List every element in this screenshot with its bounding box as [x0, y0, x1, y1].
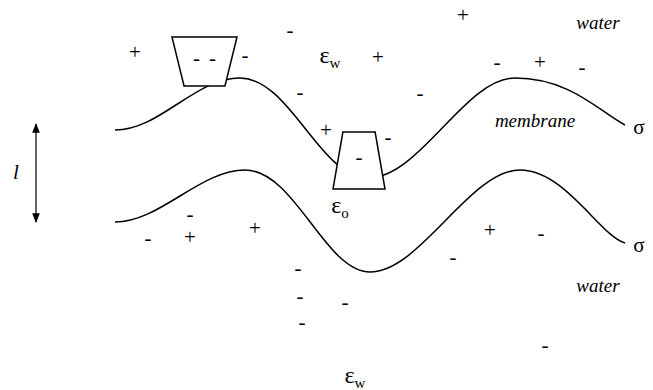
permittivity-symbol: εw	[320, 43, 341, 67]
charge-density-symbol: σ	[633, 235, 644, 256]
symbol-subscript: o	[341, 205, 349, 221]
thickness-symbol: l	[13, 162, 19, 183]
symbol-base: ε	[345, 362, 355, 388]
ion-charge: -	[538, 223, 545, 244]
charge-density-symbol: σ	[633, 117, 644, 138]
ion-charge: -	[299, 312, 306, 333]
ion-charge: -	[297, 82, 304, 103]
ion-charge: +	[457, 5, 469, 26]
ion-charge: +	[534, 52, 546, 73]
ion-charge: +	[484, 220, 496, 241]
ion-charge: -	[297, 286, 304, 307]
ion-charge: -	[450, 247, 457, 268]
permittivity-symbol: εo	[331, 193, 349, 217]
region-name: membrane	[495, 111, 575, 130]
membrane-inclusion: -	[333, 132, 385, 189]
permittivity-symbol: εw	[345, 363, 366, 387]
ion-charge: -	[342, 292, 349, 313]
ion-charge: +	[372, 47, 384, 68]
inclusion-text-row: --	[172, 37, 237, 69]
ion-charge: -	[417, 83, 424, 104]
ion-charge: -	[187, 204, 194, 225]
charge-sign: -	[209, 48, 216, 69]
ion-charge: +	[184, 227, 196, 248]
region-name: water	[576, 276, 619, 295]
ion-charge: -	[385, 127, 392, 148]
inclusion-outline	[172, 37, 237, 86]
ion-charge: +	[320, 120, 332, 141]
charge-sign: -	[356, 147, 363, 168]
ion-charge: +	[249, 218, 261, 239]
ion-charge: -	[579, 57, 586, 78]
inclusion-text-row: -	[333, 132, 385, 168]
region-name: water	[576, 13, 619, 32]
ion-charge: -	[242, 45, 249, 66]
charge-sign: -	[193, 48, 200, 69]
ion-charge: -	[295, 258, 302, 279]
ion-charge: +	[129, 42, 141, 63]
ion-charge: -	[494, 52, 501, 73]
membrane-inclusion: --	[172, 37, 237, 86]
ion-charge: -	[145, 228, 152, 249]
trapezoid-shape	[172, 37, 237, 86]
symbol-subscript: w	[330, 55, 341, 71]
symbol-base: ε	[320, 42, 330, 68]
ion-charge: -	[287, 20, 294, 41]
thickness-arrow	[35, 124, 36, 222]
trapezoid-shape	[333, 132, 385, 189]
ion-charge: -	[542, 335, 549, 356]
symbol-base: ε	[331, 192, 341, 218]
symbol-subscript: w	[355, 375, 366, 390]
